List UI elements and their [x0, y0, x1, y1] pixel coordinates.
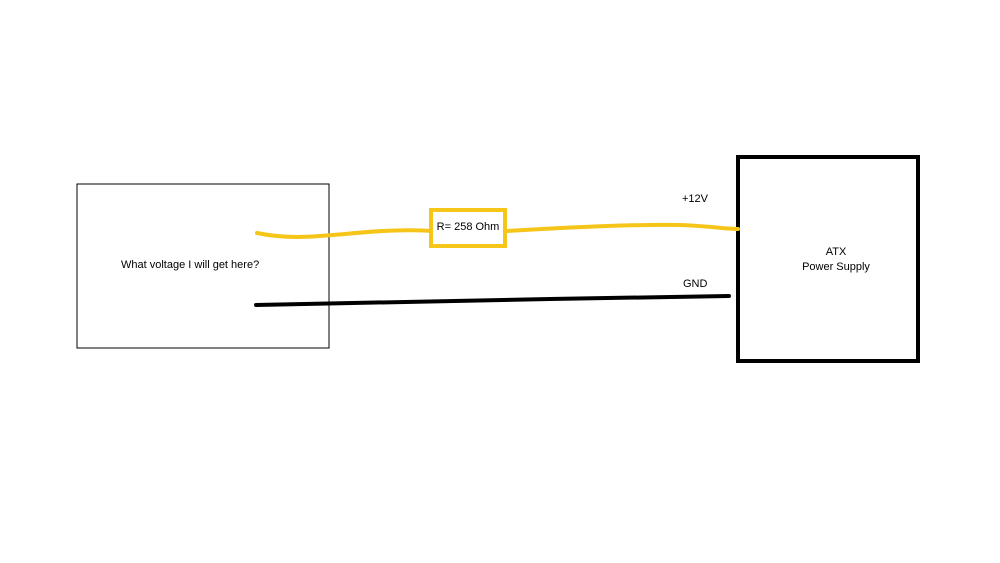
power-supply-label: ATX Power Supply — [738, 245, 934, 275]
power-supply-box — [736, 155, 920, 363]
power-supply-line1: ATX — [825, 246, 847, 258]
resistor-box — [429, 208, 507, 248]
positive-voltage-label: +12V — [682, 193, 708, 205]
positive-wire-left — [255, 228, 433, 239]
resistor-label: R= 258 Ohm — [436, 221, 500, 233]
positive-wire-right — [504, 222, 740, 233]
load-box — [76, 183, 330, 349]
power-supply-line2: Power Supply — [802, 261, 870, 273]
ground-wire — [254, 294, 731, 307]
ground-label: GND — [683, 278, 708, 290]
load-question-label: What voltage I will get here? — [121, 259, 260, 271]
